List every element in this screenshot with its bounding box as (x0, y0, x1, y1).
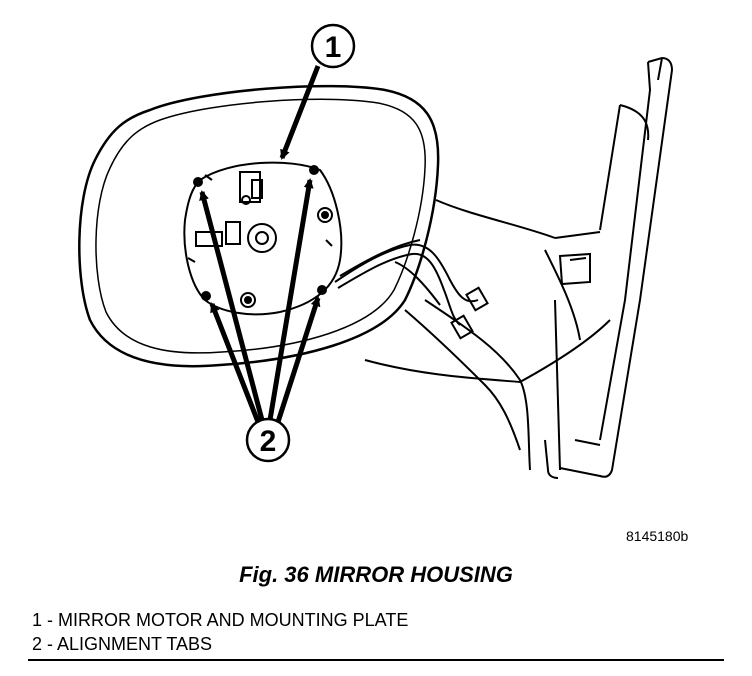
mirror-glass (78, 84, 440, 368)
alignment-tab (201, 291, 211, 301)
door-mount-bracket (544, 56, 674, 479)
callout-2-arrow (267, 178, 314, 421)
callout-1: 1 (279, 23, 356, 160)
figure-caption: Fig. 36 MIRROR HOUSING (239, 562, 513, 587)
mirror-housing-arm (364, 199, 611, 471)
callout-1-label: 1 (325, 31, 342, 64)
alignment-tab (317, 285, 327, 295)
callout-2-arrow (199, 190, 265, 421)
bottom-rule (28, 659, 724, 661)
wiring-harness (334, 239, 489, 340)
legend-item: 1 - MIRROR MOTOR AND MOUNTING PLATE (32, 610, 409, 630)
alignment-tab (193, 177, 203, 187)
callout-2-arrow (209, 302, 261, 423)
mirror-housing-illustration: 1 2 (78, 23, 674, 479)
callout-2-label: 2 (260, 425, 277, 458)
image-reference-id: 8145180b (626, 528, 689, 544)
alignment-tabs (193, 165, 327, 301)
legend-item: 2 - ALIGNMENT TABS (32, 634, 213, 654)
alignment-tab (309, 165, 319, 175)
callout-1-arrow (279, 65, 321, 160)
callout-2: 2 (199, 178, 321, 463)
callout-2-arrow (275, 296, 321, 423)
legend: 1 - MIRROR MOTOR AND MOUNTING PLATE 2 - … (32, 608, 408, 656)
